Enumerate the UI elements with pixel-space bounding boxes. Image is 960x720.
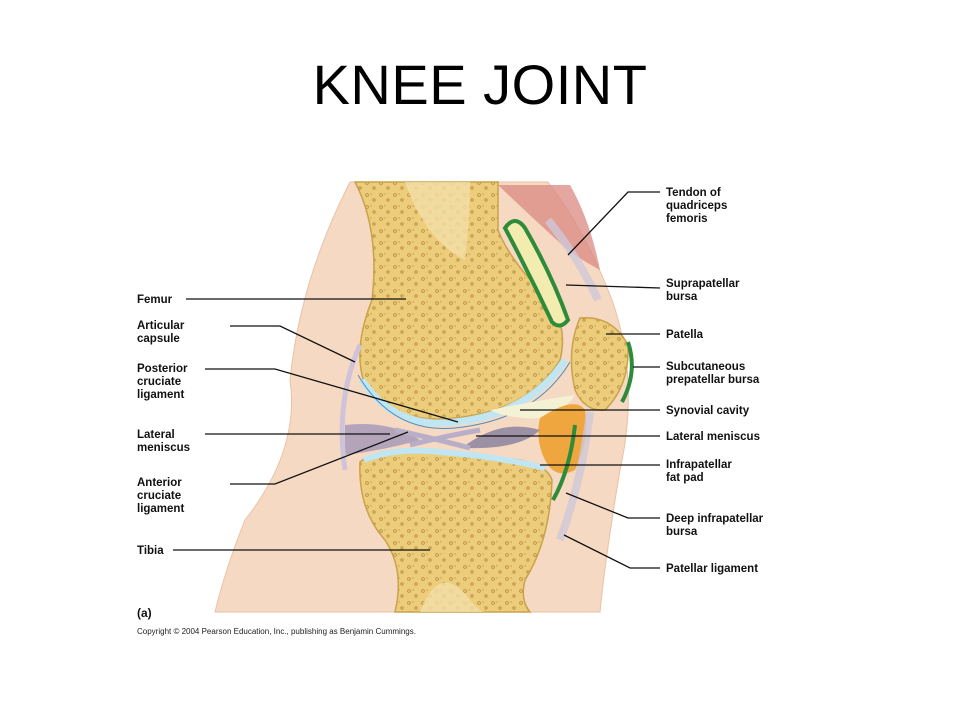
femoral-cartilage [359, 358, 568, 427]
tibial-cartilage [362, 447, 546, 471]
label-infrapatellar-fat-pad: Infrapatellar fat pad [666, 459, 735, 484]
deep-infrapatellar-bursa-shape [551, 424, 577, 501]
label-deep-infrapatellar-bursa: Deep infrapatellar bursa [666, 513, 766, 538]
slide-title: KNEE JOINT [312, 53, 648, 116]
label-synovial-cavity: Synovial cavity [666, 405, 750, 417]
label-lateral-meniscus-left: Lateral meniscus [137, 429, 190, 454]
cruciate-ligaments-shape [394, 427, 481, 451]
suprapatellar-bursa-shape [502, 219, 571, 328]
label-lateral-meniscus-right: Lateral meniscus [666, 431, 760, 443]
figure-letter: (a) [137, 606, 152, 620]
label-femur: Femur [137, 294, 173, 306]
label-suprapatellar-bursa: Suprapatellar bursa [666, 278, 743, 303]
label-patella: Patella [666, 329, 704, 341]
copyright-notice: Copyright © 2004 Pearson Education, Inc.… [137, 627, 416, 636]
label-tendon-of-quadriceps-femoris: Tendon of quadriceps femoris [666, 187, 731, 225]
label-posterior-cruciate-ligament: Posterior cruciate ligament [137, 363, 191, 401]
meniscus-front-shape [462, 426, 540, 449]
label-anterior-cruciate-ligament: Anterior cruciate ligament [137, 477, 185, 515]
label-articular-capsule: Articular capsule [137, 320, 188, 345]
label-tibia: Tibia [137, 545, 164, 557]
prepatellar-bursa-shape [620, 341, 634, 403]
label-patellar-ligament: Patellar ligament [666, 563, 758, 575]
label-subcutaneous-prepatellar-bursa: Subcutaneous prepatellar bursa [666, 361, 760, 386]
articular-capsule-shape [339, 343, 363, 471]
infrapatellar-fat-pad-shape [538, 404, 587, 474]
